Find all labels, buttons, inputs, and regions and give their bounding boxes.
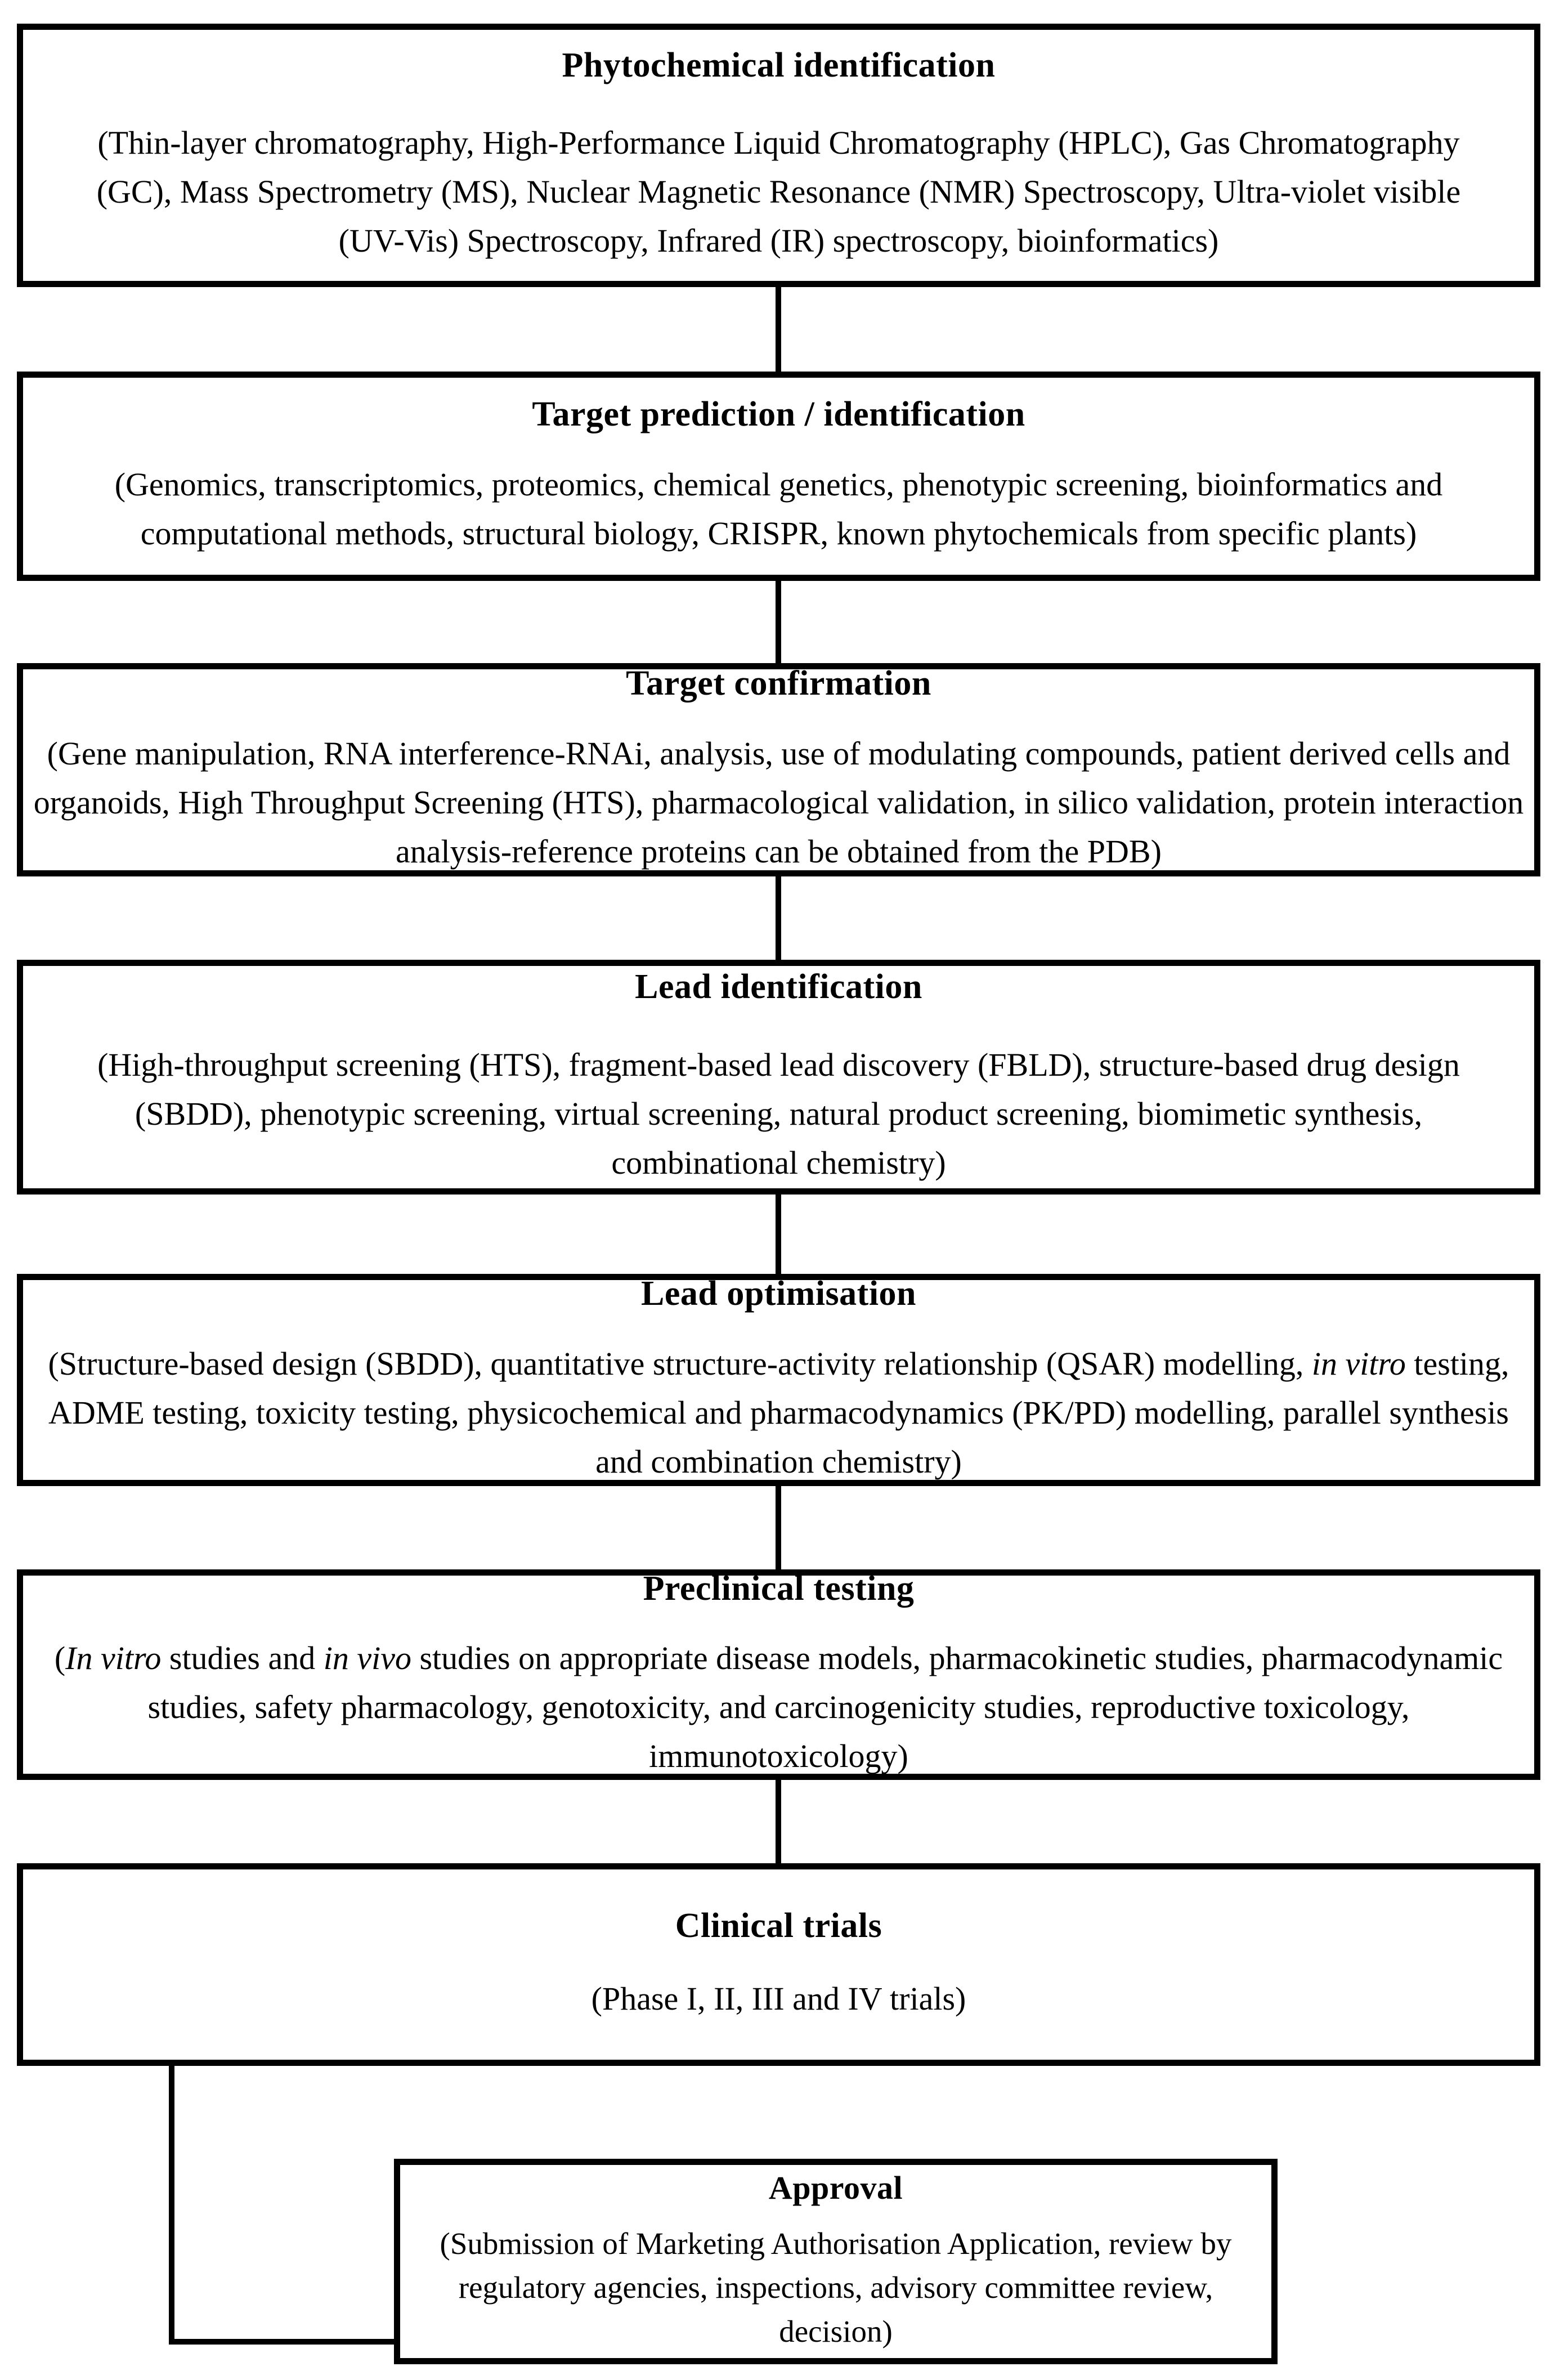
stage-title: Lead identification bbox=[635, 968, 922, 1006]
stage-box-target-confirmation: Target confirmation (Gene manipulation, … bbox=[17, 663, 1540, 876]
stage-description: (High-throughput screening (HTS), fragme… bbox=[97, 1046, 1460, 1181]
connector-lead-identification-to-lead-optimisation bbox=[776, 1195, 781, 1274]
stage-title: Target prediction / identification bbox=[532, 395, 1025, 434]
stage-description: (Phase I, II, III and IV trials) bbox=[591, 1980, 966, 2017]
connector-preclinical-testing-to-clinical-trials bbox=[776, 1780, 781, 1863]
connector-clinical-trials-to-approval-vertical bbox=[169, 2066, 174, 2345]
stage-title: Phytochemical identification bbox=[562, 46, 996, 84]
stage-title: Lead optimisation bbox=[640, 1274, 917, 1313]
stage-description: (Submission of Marketing Authorisation A… bbox=[440, 2226, 1232, 2348]
stage-description: (In vitro studies and in vivo studies on… bbox=[54, 1640, 1503, 1775]
connector-lead-optimisation-to-preclinical-testing bbox=[776, 1486, 781, 1569]
stage-description: (Genomics, transcriptomics, proteomics, … bbox=[114, 466, 1443, 552]
stage-title: Preclinical testing bbox=[643, 1569, 915, 1608]
stage-title: Approval bbox=[768, 2169, 903, 2207]
stage-box-approval: Approval (Submission of Marketing Author… bbox=[394, 2159, 1278, 2364]
stage-box-lead-identification: Lead identification (High-throughput scr… bbox=[17, 960, 1540, 1195]
connector-clinical-trials-to-approval-horizontal bbox=[169, 2339, 397, 2345]
stage-title: Clinical trials bbox=[675, 1906, 882, 1945]
stage-description: (Gene manipulation, RNA interference-RNA… bbox=[33, 735, 1524, 870]
connector-target-prediction-to-target-confirmation bbox=[776, 581, 781, 663]
stage-title: Target confirmation bbox=[626, 664, 931, 703]
stage-box-preclinical-testing: Preclinical testing (In vitro studies an… bbox=[17, 1569, 1540, 1780]
stage-box-target-prediction: Target prediction / identification (Geno… bbox=[17, 372, 1540, 581]
connector-phytochemical-to-target-prediction bbox=[776, 287, 781, 372]
stage-description: (Structure-based design (SBDD), quantita… bbox=[48, 1345, 1509, 1480]
stage-box-phytochemical-identification: Phytochemical identification (Thin-layer… bbox=[17, 24, 1540, 287]
stage-box-lead-optimisation: Lead optimisation (Structure-based desig… bbox=[17, 1274, 1540, 1486]
stage-description: (Thin-layer chromatography, High-Perform… bbox=[96, 124, 1461, 260]
stage-box-clinical-trials: Clinical trials (Phase I, II, III and IV… bbox=[17, 1863, 1540, 2066]
connector-target-confirmation-to-lead-identification bbox=[776, 876, 781, 960]
